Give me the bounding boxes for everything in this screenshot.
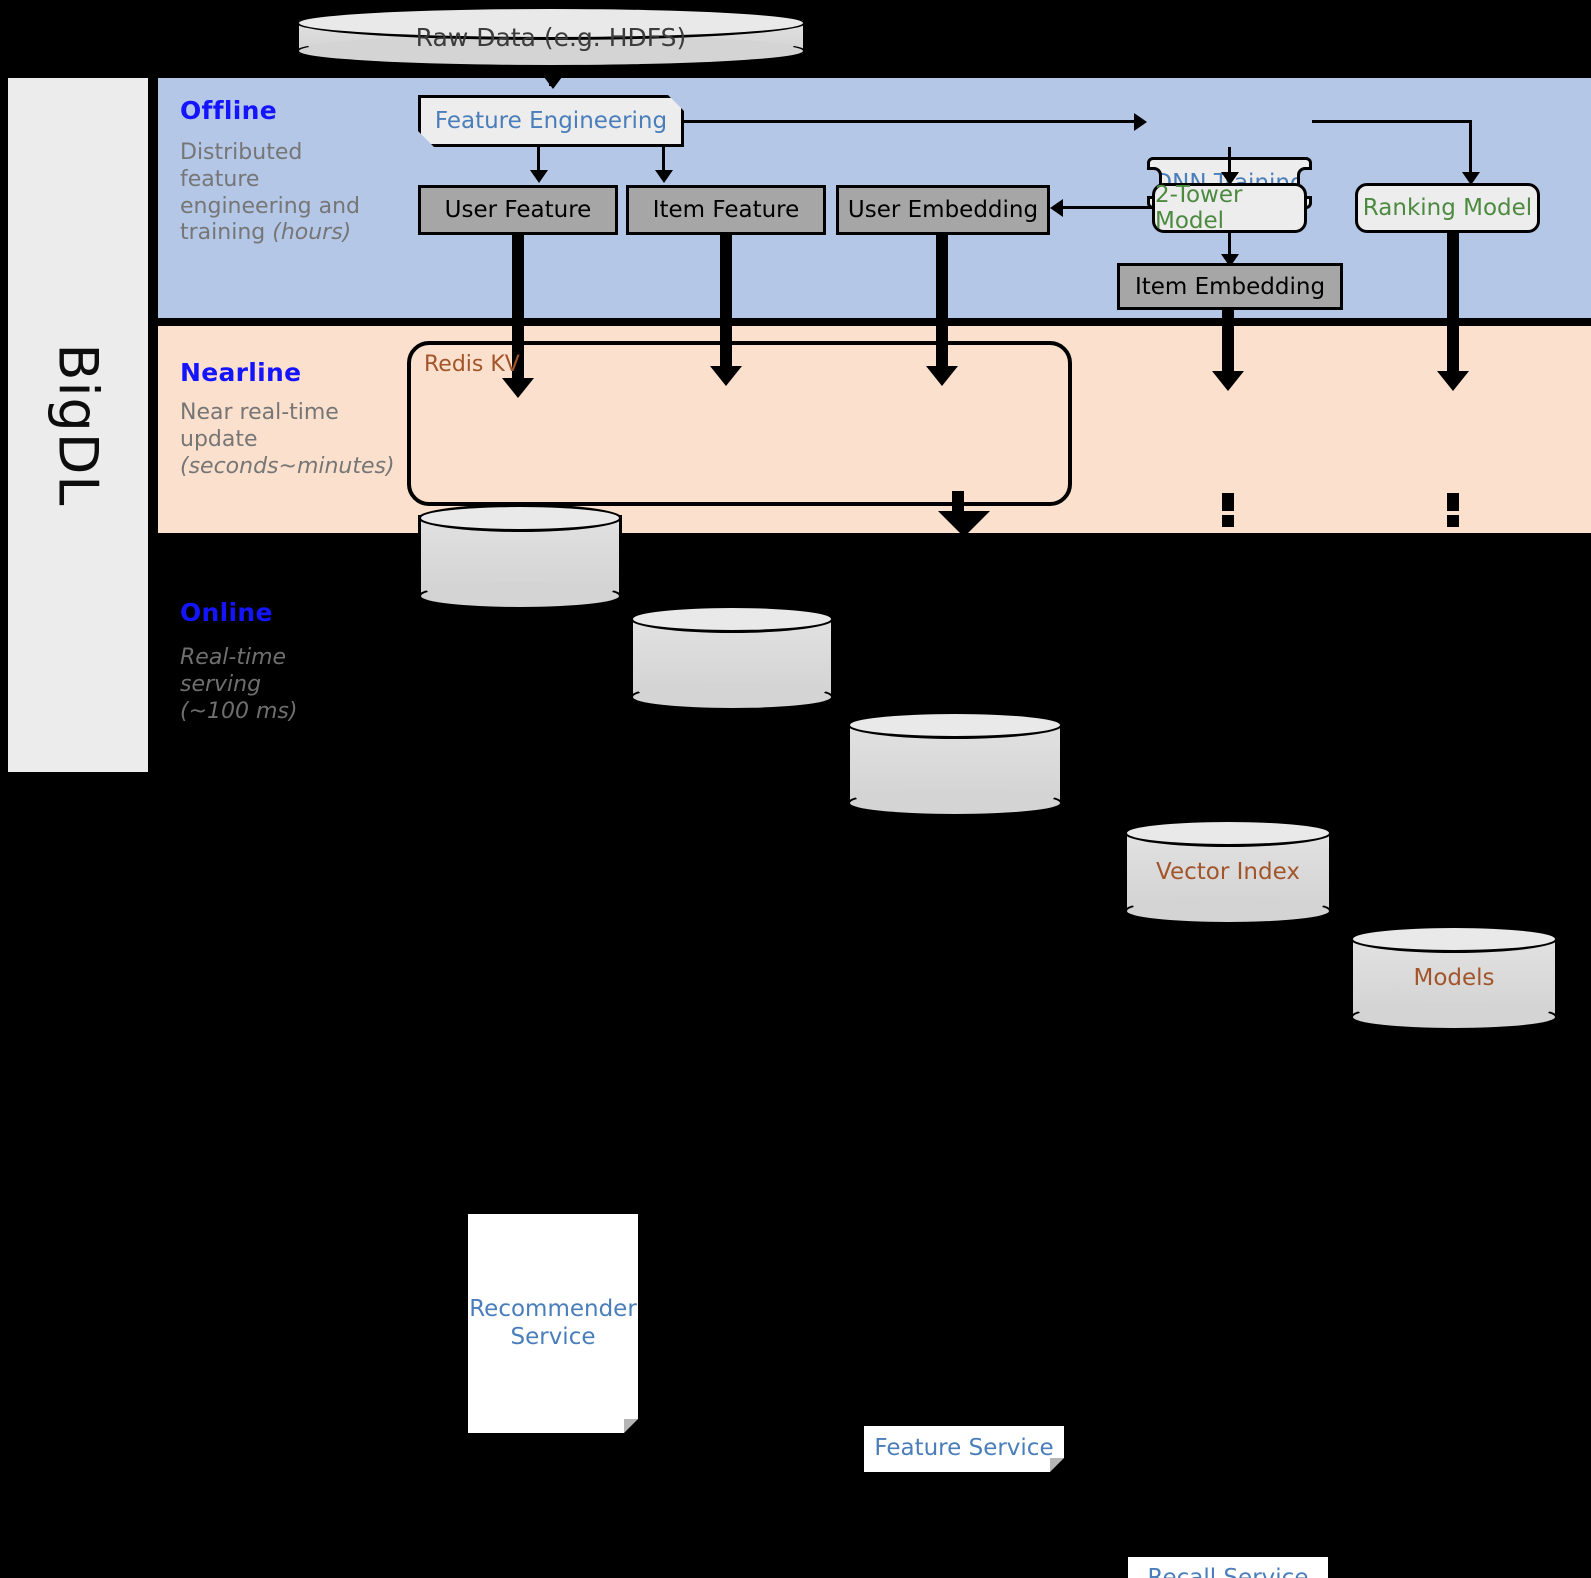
bigdl-label: BigDL [46,343,110,507]
item-feature-node[interactable]: Item Feature [626,185,826,235]
nearline-desc-l1: Near real-time [180,400,339,425]
connector-dnn-to-2tower [1228,147,1231,177]
item-embedding-label: Item Embedding [1134,273,1326,300]
arrowhead-ranking-model-to-models [1437,371,1469,391]
user-embedding-node[interactable]: User Embedding [836,185,1050,235]
bigdl-framework-rail: BigDL [8,78,148,772]
two-tower-model-node[interactable]: 2-Tower Model [1152,182,1307,234]
arrowhead-dnn-to-2tower [1221,172,1239,185]
redis-store-3[interactable] [847,711,1063,817]
vector-index-store[interactable]: Vector Index [1124,819,1332,925]
cylinder-top [630,605,834,633]
stub-dot-models [1447,515,1459,527]
arrowhead-2tower-to-user-embedding [1050,199,1063,217]
cylinder-top [847,711,1063,739]
cylinder-bottom [418,582,622,610]
offline-desc-l1: Distributed [180,140,303,165]
offline-stage-title: Offline [180,96,277,125]
arrowhead-redis-to-feature-service [938,511,990,537]
stub-vector-index-down [1222,493,1234,511]
redis-store-1[interactable] [418,504,622,610]
redis-store-2[interactable] [630,605,834,711]
stub-models-down [1447,493,1459,511]
models-store[interactable]: Models [1350,925,1558,1031]
item-embedding-node[interactable]: Item Embedding [1117,263,1343,310]
arrowhead-fe-to-user-feature [530,170,548,183]
arrowhead-fe-to-dnn [1134,113,1147,131]
arrowhead-rawdata-to-fe [541,73,565,89]
connector-fe-to-user-feature [537,147,540,173]
arrowhead-item-feature-to-store [710,366,742,386]
feature-service-label: Feature Service [874,1435,1054,1462]
arrowhead-dnn-to-ranking [1462,172,1480,185]
offline-desc-l4: training [180,220,273,246]
pipe-ranking-model-to-models [1447,233,1459,381]
connector-fe-to-dnn [684,120,1136,123]
nearline-desc-l2: update [180,426,258,452]
ranking-model-label: Ranking Model [1362,195,1533,221]
nearline-stage-title: Nearline [180,358,302,387]
online-desc-l1: Real-time [180,645,287,670]
connector-2tower-to-user-embedding [1063,206,1153,209]
user-embedding-label: User Embedding [847,197,1039,223]
raw-data-store: Raw Data (e.g. HDFS) [296,6,806,68]
pipe-user-feature-to-store [512,235,524,390]
recommender-service-label-l1: Recommender [469,1295,637,1322]
cylinder-top [418,504,622,532]
arrowhead-user-embedding-to-store [926,366,958,386]
online-desc-italic: (~100 ms) [180,698,298,724]
redis-store-1-label [418,504,622,610]
pipe-redis-to-feature-service [952,491,964,513]
pipe-item-embedding-to-vector-index [1222,310,1234,380]
vector-index-label: Vector Index [1156,859,1300,885]
redis-store-3-label [847,711,1063,817]
raw-data-label: Raw Data (e.g. HDFS) [415,22,687,52]
offline-desc-l3: engineering and [180,193,361,219]
feature-engineering-node[interactable]: Feature Engineering [418,95,684,147]
nearline-stage-panel [158,326,1591,533]
connector-dnn-to-ranking-v [1469,120,1472,175]
nearline-desc-italic: (seconds~minutes) [180,453,395,479]
cylinder-bottom [630,683,834,711]
offline-stage-description: Distributed feature engineering and trai… [180,140,390,247]
offline-desc-italic: (hours) [272,220,352,246]
user-feature-node[interactable]: User Feature [418,185,618,235]
arrowhead-user-feature-to-store [502,378,534,398]
feature-service-node[interactable]: Feature Service [864,1426,1064,1472]
online-stage-title: Online [180,598,273,627]
redis-kv-container [407,341,1072,506]
recall-service-label: Recall Service [1148,1565,1309,1578]
pipe-user-embedding-to-store [936,235,948,375]
nearline-stage-description: Near real-time update (seconds~minutes) [180,400,410,480]
ranking-model-node[interactable]: Ranking Model [1355,183,1540,233]
pipe-item-feature-to-store [720,235,732,375]
offline-desc-l2: feature [180,166,260,192]
connector-dnn-to-ranking-h [1312,120,1472,123]
recall-service-node[interactable]: Recall Service [1128,1557,1328,1578]
item-feature-label: Item Feature [652,197,800,223]
arrowhead-fe-to-item-feature [655,170,673,183]
models-label: Models [1413,965,1495,991]
connector-fe-to-item-feature [662,147,665,173]
stub-dot-vector-index [1222,515,1234,527]
recommender-service-node[interactable]: Recommender Service [468,1214,638,1433]
feature-engineering-label: Feature Engineering [434,108,668,134]
redis-store-2-label [630,605,834,711]
arrowhead-item-embedding-to-vector-index [1212,371,1244,391]
user-feature-label: User Feature [444,197,592,223]
cylinder-top [296,6,806,40]
redis-kv-label: Redis KV [424,352,520,377]
two-tower-model-label: 2-Tower Model [1155,182,1243,234]
online-desc-l2: serving [180,671,262,697]
connector-2tower-to-item-embedding [1228,233,1231,261]
online-stage-description: Real-time serving (~100 ms) [180,645,400,725]
recommender-service-label-l2: Service [510,1323,596,1350]
